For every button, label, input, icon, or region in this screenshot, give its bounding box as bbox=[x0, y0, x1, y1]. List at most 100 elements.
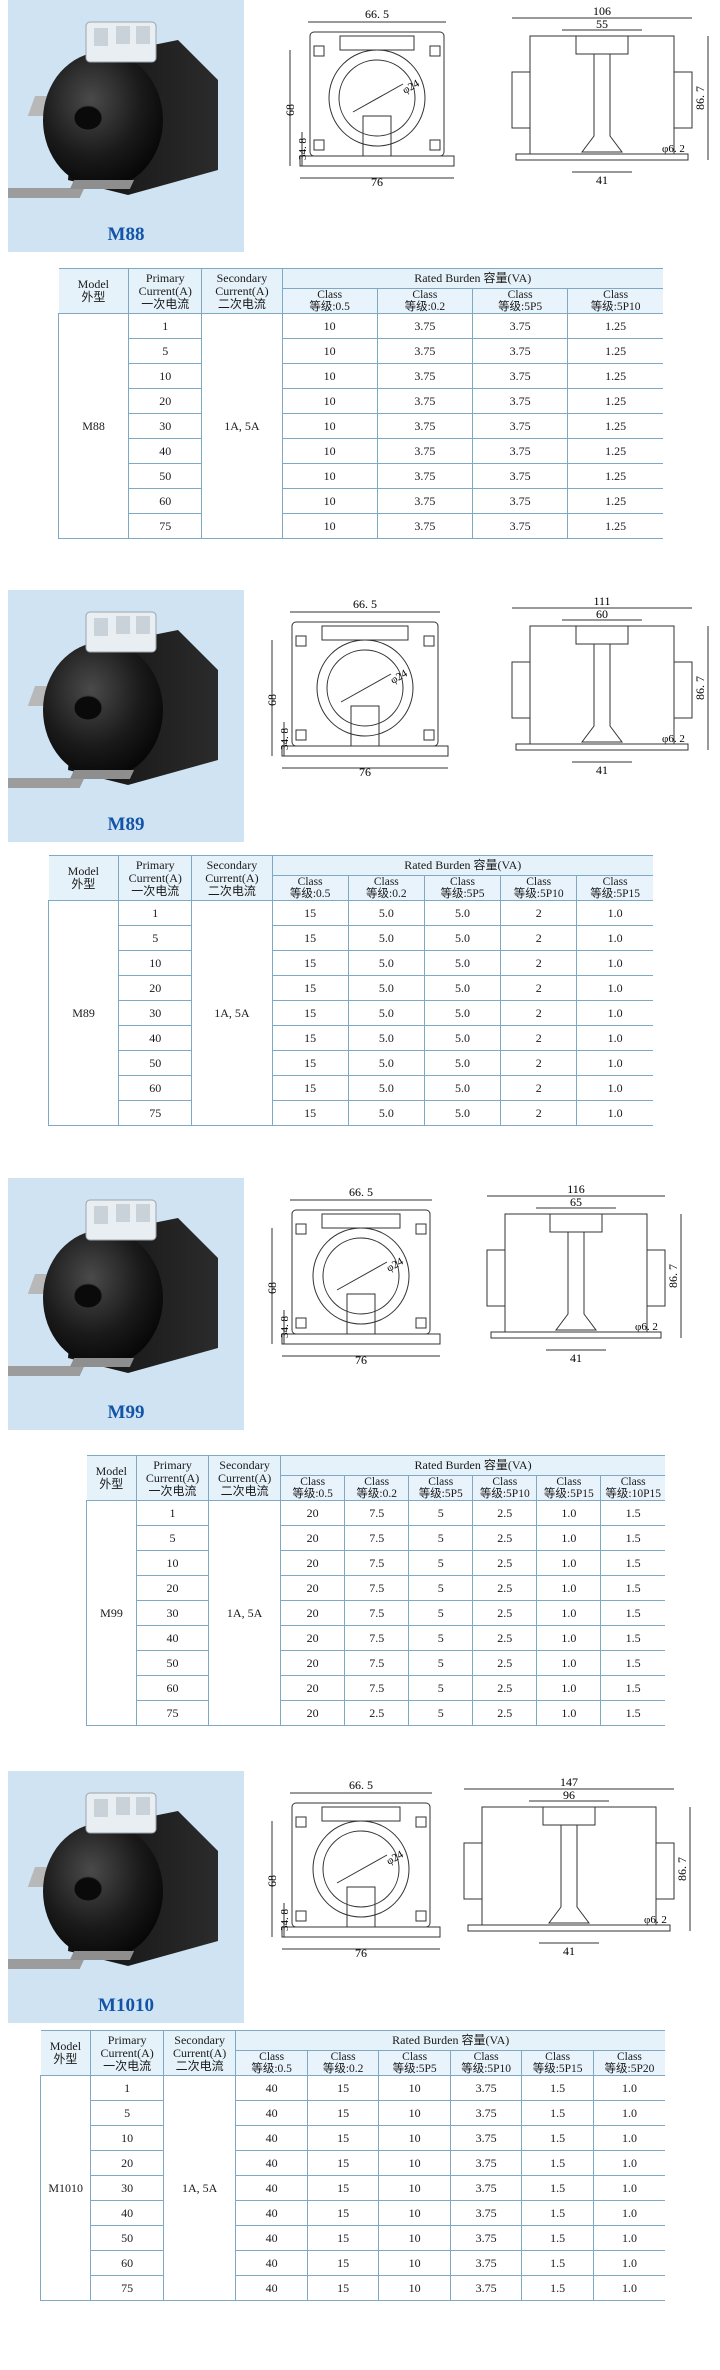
cell-burden: 10 bbox=[282, 363, 378, 389]
cell-model: M99 bbox=[85, 1500, 138, 1726]
dim-height: 68 bbox=[284, 104, 297, 116]
dim-base-width: 76 bbox=[355, 1353, 367, 1364]
cell-burden: 15 bbox=[306, 2250, 379, 2276]
cell-primary-current: 1 bbox=[90, 2075, 164, 2101]
cell-burden: 15 bbox=[306, 2150, 379, 2176]
cell-burden: 1.0 bbox=[536, 1525, 601, 1551]
cell-burden: 1.25 bbox=[567, 513, 663, 539]
cell-burden: 3.75 bbox=[449, 2250, 522, 2276]
dim-foot-width: 41 bbox=[596, 763, 608, 776]
cell-burden: 7.5 bbox=[344, 1675, 409, 1701]
cell-burden: 3.75 bbox=[376, 438, 473, 464]
cell-burden: 20 bbox=[280, 1650, 345, 1676]
dim-height: 68 bbox=[266, 1875, 279, 1887]
cell-burden: 1.5 bbox=[600, 1650, 665, 1676]
side-view-drawing: 147 96 86. 7 φ6. 2 41 bbox=[463, 1775, 691, 1958]
cell-burden: 1.0 bbox=[536, 1700, 601, 1726]
cell-burden: 40 bbox=[235, 2125, 308, 2151]
cell-burden: 3.75 bbox=[471, 313, 568, 339]
cell-primary-current: 5 bbox=[90, 2100, 164, 2126]
dim-hole-diameter: φ6. 2 bbox=[644, 1914, 667, 1926]
cell-burden: 1.0 bbox=[576, 950, 653, 976]
cell-burden: 1.25 bbox=[567, 438, 663, 464]
front-view: 66. 5 φ24 68 34. 8 76 bbox=[265, 1777, 456, 1962]
cell-burden: 1.5 bbox=[521, 2200, 594, 2226]
cell-burden: 7.5 bbox=[344, 1575, 409, 1601]
cell-burden: 5 bbox=[408, 1550, 473, 1576]
cell-burden: 1.25 bbox=[567, 388, 663, 414]
cell-burden: 10 bbox=[282, 463, 378, 489]
cell-burden: 2 bbox=[500, 1050, 577, 1076]
cell-burden: 1.0 bbox=[576, 1100, 653, 1126]
product-section: M89 66. 5 φ24 68 34. 8 76 bbox=[0, 590, 720, 842]
side-view: 111 60 86. 7 φ6. 2 41 bbox=[488, 594, 716, 781]
model-label: M88 bbox=[107, 224, 145, 245]
side-view: 106 55 86. 7 φ6. 2 41 bbox=[488, 4, 716, 191]
front-view: 66. 5 φ24 68 34. 8 76 bbox=[265, 596, 464, 781]
cell-burden: 3.75 bbox=[376, 363, 473, 389]
cell-burden: 40 bbox=[235, 2150, 308, 2176]
cell-burden: 3.75 bbox=[471, 363, 568, 389]
cell-burden: 20 bbox=[280, 1550, 345, 1576]
cell-burden: 2 bbox=[500, 975, 577, 1001]
cell-burden: 20 bbox=[280, 1675, 345, 1701]
cell-burden: 7.5 bbox=[344, 1525, 409, 1551]
cell-burden: 20 bbox=[280, 1525, 345, 1551]
cell-burden: 1.5 bbox=[600, 1575, 665, 1601]
cell-burden: 3.75 bbox=[471, 388, 568, 414]
cell-secondary-current: 1A, 5A bbox=[208, 1500, 282, 1726]
dim-hole-diameter: φ6. 2 bbox=[662, 143, 685, 155]
dim-frame-width: 66. 5 bbox=[349, 1185, 373, 1199]
cell-burden: 1.5 bbox=[521, 2075, 594, 2101]
cell-burden: 5.0 bbox=[423, 1000, 501, 1026]
cell-primary-current: 20 bbox=[128, 388, 203, 414]
cell-burden: 5.0 bbox=[347, 1025, 425, 1051]
cell-burden: 1.5 bbox=[600, 1700, 665, 1726]
cell-burden: 1.0 bbox=[576, 1000, 653, 1026]
cell-primary-current: 5 bbox=[136, 1525, 210, 1551]
cell-burden: 10 bbox=[378, 2075, 451, 2101]
product-section: M99 66. 5 φ24 68 34. 8 76 bbox=[0, 1178, 720, 1430]
side-view-drawing: 106 55 86. 7 φ6. 2 41 bbox=[511, 4, 709, 187]
cell-primary-current: 40 bbox=[128, 438, 203, 464]
cell-burden: 1.25 bbox=[567, 413, 663, 439]
dim-window-height: 34. 8 bbox=[279, 728, 291, 751]
cell-burden: 1.5 bbox=[521, 2175, 594, 2201]
cell-burden: 10 bbox=[282, 438, 378, 464]
dim-frame-width: 66. 5 bbox=[353, 597, 377, 611]
cell-burden: 10 bbox=[378, 2125, 451, 2151]
cell-burden: 3.75 bbox=[471, 463, 568, 489]
cell-burden: 10 bbox=[282, 338, 378, 364]
dim-mid-width: 60 bbox=[596, 607, 608, 621]
cell-burden: 1.5 bbox=[521, 2250, 594, 2276]
cell-burden: 10 bbox=[282, 388, 378, 414]
cell-burden: 2 bbox=[500, 925, 577, 951]
cell-burden: 20 bbox=[280, 1575, 345, 1601]
cell-burden: 5.0 bbox=[423, 1050, 501, 1076]
cell-burden: 1.0 bbox=[592, 2250, 665, 2276]
cell-burden: 2.5 bbox=[472, 1675, 537, 1701]
front-view: 66. 5 φ24 68 34. 8 76 bbox=[283, 6, 470, 191]
cell-burden: 7.5 bbox=[344, 1550, 409, 1576]
cell-burden: 5.0 bbox=[347, 900, 425, 926]
cell-burden: 10 bbox=[378, 2175, 451, 2201]
cell-primary-current: 1 bbox=[136, 1500, 210, 1526]
product-photo-drawing bbox=[8, 1199, 218, 1376]
cell-burden: 2.5 bbox=[344, 1700, 409, 1726]
